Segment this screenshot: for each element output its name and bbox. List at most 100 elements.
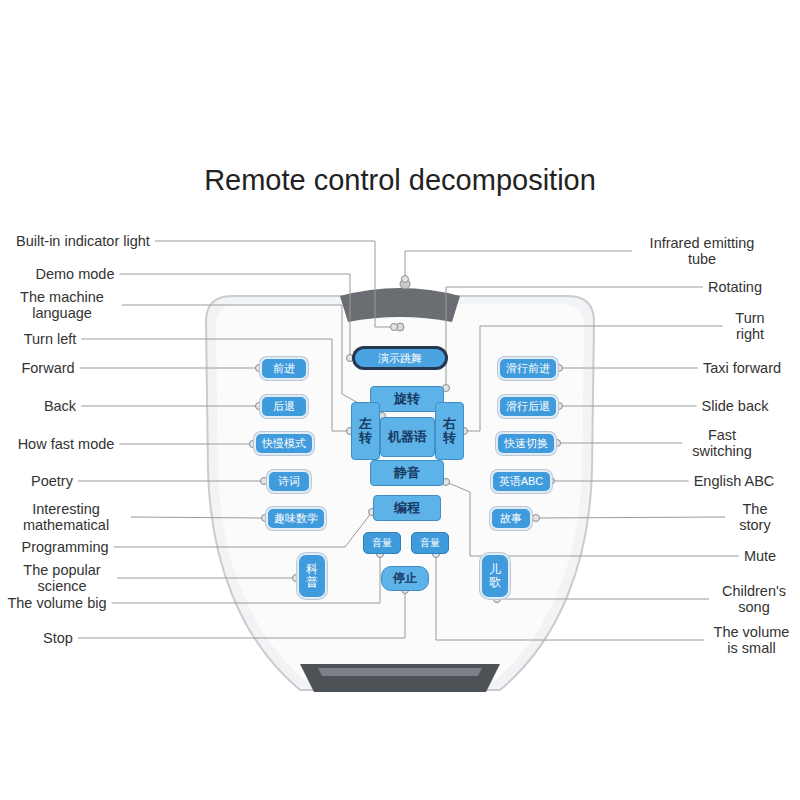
button-text: 趣味数学 — [274, 511, 318, 526]
leader-line — [155, 241, 394, 327]
button-text: 滑行前进 — [506, 361, 550, 376]
remote-button: 左转 — [351, 402, 380, 460]
callout-label: The popular science — [12, 562, 112, 594]
callout-label: Taxi forward — [703, 360, 781, 376]
callout-label: Slide back — [702, 398, 769, 414]
remote-button: 音量 — [363, 532, 401, 554]
leader-dot — [391, 324, 398, 331]
leader-line — [117, 578, 296, 579]
remote-button: 停止 — [381, 566, 429, 591]
callout-label: Built-in indicator light — [16, 233, 150, 249]
leader-line — [497, 599, 709, 600]
leader-line — [78, 590, 405, 638]
callout-label: The story — [730, 501, 780, 533]
leader-line — [436, 554, 704, 640]
button-text: 故事 — [500, 511, 522, 526]
bottom-bar — [300, 664, 500, 692]
remote-button: 诗词 — [267, 470, 311, 493]
button-text: 旋转 — [394, 390, 420, 408]
callout-label: English ABC — [694, 473, 775, 489]
callout-label: Interesting mathematical — [6, 501, 126, 533]
callout-label: Stop — [43, 630, 73, 646]
remote-button: 快慢模式 — [254, 432, 314, 455]
top-accent — [340, 288, 460, 322]
callout-label: How fast mode — [18, 436, 115, 452]
leader-line — [464, 326, 723, 431]
callout-label: The machine language — [7, 289, 117, 321]
button-text: 编程 — [394, 499, 420, 517]
leader-line — [559, 368, 698, 369]
remote-button: 儿歌 — [480, 553, 510, 599]
diagram-title: Remote control decomposition — [0, 164, 800, 197]
callout-label: Children's song — [714, 583, 794, 615]
leader-line — [81, 406, 259, 407]
button-text: 音量 — [372, 536, 392, 550]
remote-housing — [206, 296, 594, 690]
bottom-bar-stripe — [318, 668, 482, 676]
callout-label: Rotating — [708, 279, 762, 295]
leader-line — [405, 251, 632, 279]
leader-line — [557, 443, 682, 444]
button-text: 快速切换 — [504, 436, 548, 451]
button-text: 演示跳舞 — [378, 351, 422, 366]
remote-button: 故事 — [490, 507, 532, 530]
button-text: 快慢模式 — [262, 436, 306, 451]
callout-label: Turn left — [24, 331, 77, 347]
leader-line — [114, 512, 372, 547]
callout-label: Turn right — [728, 310, 773, 342]
leader-line — [551, 481, 689, 482]
remote-highlight — [216, 304, 584, 680]
callout-label: The volume big — [7, 595, 106, 611]
button-text: 后退 — [273, 399, 295, 414]
button-text: 右转 — [443, 417, 456, 446]
leader-line — [112, 554, 380, 603]
callout-label: The volume is small — [709, 624, 794, 656]
button-text: 儿歌 — [489, 563, 501, 589]
remote-button: 右转 — [435, 402, 464, 460]
callout-label: Forward — [21, 360, 74, 376]
remote-button: 编程 — [373, 495, 441, 521]
remote-button: 滑行后退 — [498, 395, 558, 418]
leader-line — [536, 517, 725, 518]
button-text: 英语ABC — [499, 474, 544, 489]
leader-line — [78, 481, 264, 482]
remote-button: 静音 — [370, 460, 444, 486]
remote-button: 前进 — [260, 357, 308, 380]
leader-line — [119, 444, 253, 445]
button-text: 音量 — [420, 536, 440, 550]
leader-line — [81, 339, 350, 431]
button-text: 机器语 — [388, 428, 427, 446]
callout-label: Programming — [21, 539, 108, 555]
button-text: 诗词 — [278, 474, 300, 489]
remote-button: 旋转 — [370, 386, 444, 412]
button-text: 科普 — [306, 563, 318, 589]
callout-label: Poetry — [31, 473, 73, 489]
leader-dot — [533, 515, 540, 522]
remote-button: 趣味数学 — [266, 507, 326, 530]
callout-label: Infrared emitting tube — [637, 235, 767, 267]
leader-line — [119, 274, 350, 358]
remote-button: 快速切换 — [496, 432, 556, 455]
remote-button: 滑行前进 — [498, 357, 558, 380]
callout-label: Demo mode — [36, 266, 115, 282]
leader-line — [131, 517, 265, 518]
remote-button: 后退 — [260, 395, 308, 418]
remote-button: 演示跳舞 — [352, 346, 448, 370]
button-text: 左转 — [359, 417, 372, 446]
leader-line — [559, 406, 697, 407]
leader-dot — [402, 276, 409, 283]
button-text: 滑行后退 — [506, 399, 550, 414]
leader-line — [446, 287, 703, 388]
remote-button: 机器语 — [380, 417, 435, 457]
button-text: 前进 — [273, 361, 295, 376]
leader-line — [446, 482, 739, 556]
remote-button: 科普 — [297, 553, 327, 599]
callout-label: Mute — [744, 548, 776, 564]
button-text: 静音 — [394, 464, 420, 482]
button-text: 停止 — [393, 570, 417, 587]
remote-button: 英语ABC — [491, 470, 552, 493]
remote-button: 音量 — [411, 532, 449, 554]
leader-line — [122, 305, 382, 416]
leader-line — [80, 368, 259, 369]
callout-label: Fast switching — [687, 427, 757, 459]
